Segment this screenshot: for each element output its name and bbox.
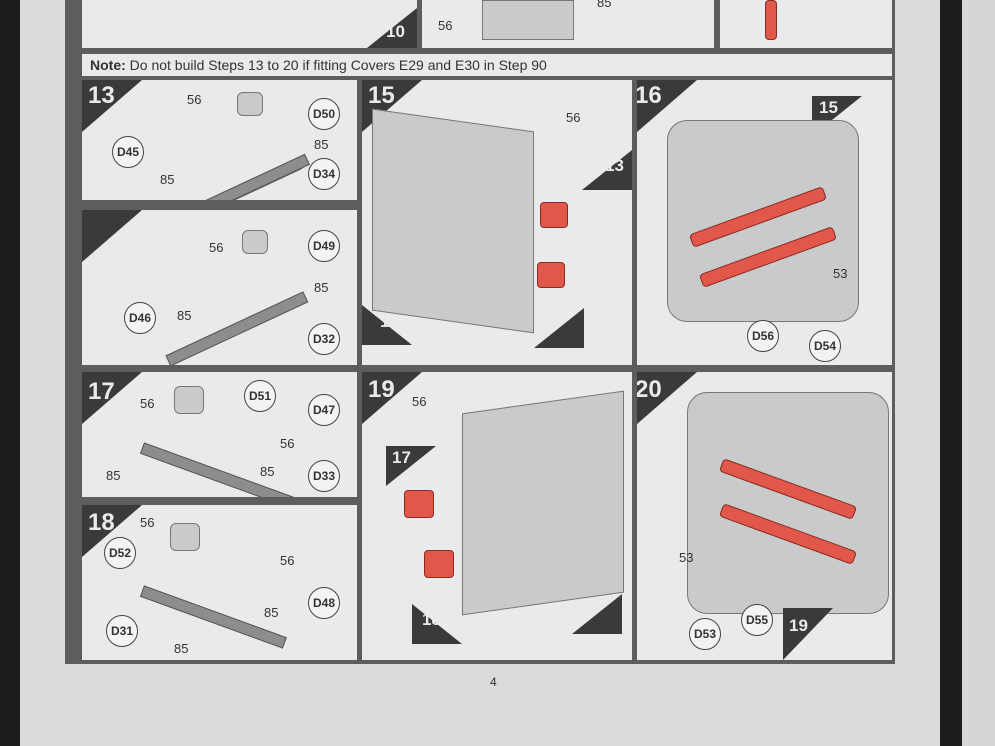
part-number: 56 <box>209 240 224 255</box>
step-ref: 17 <box>392 448 411 467</box>
step-ref: 15 <box>819 98 838 117</box>
step-number: 19 <box>368 376 395 403</box>
panel-top-right <box>720 0 892 48</box>
part-number: 56 <box>140 515 155 530</box>
panel-step-17: 17 D51 D47 D33 56 56 85 85 <box>82 372 357 497</box>
part-number: 56 <box>412 394 427 409</box>
part-label: D49 <box>308 230 340 262</box>
next-page-edge <box>962 0 995 746</box>
part-number: 56 <box>187 92 202 107</box>
part-label: D54 <box>809 330 841 362</box>
part-number: 56 <box>566 110 581 125</box>
part-label: D33 <box>308 460 340 492</box>
part-number: 85 <box>264 605 279 620</box>
part-number: 56 <box>140 396 155 411</box>
part-number: 53 <box>833 266 848 281</box>
part-number: 85 <box>160 172 175 187</box>
part-label: D48 <box>308 587 340 619</box>
part-number: 85 <box>314 137 329 152</box>
panel-step-16: 16 15 53 D56 D54 <box>637 80 892 365</box>
panel-step-10: 10 <box>82 0 417 48</box>
part-number: 85 <box>597 0 612 10</box>
panel-step-13: 13 D50 D45 D34 56 85 85 <box>82 80 357 200</box>
step-number: 20 <box>637 376 662 403</box>
part-number: 85 <box>260 464 275 479</box>
part-label: D34 <box>308 158 340 190</box>
part-number: 56 <box>280 553 295 568</box>
panel-step-19: 19 56 17 18 16 <box>362 372 632 660</box>
part-number: 85 <box>106 468 121 483</box>
part-label: D55 <box>741 604 773 636</box>
panel-step-20: 20 53 D53 D55 19 <box>637 372 892 660</box>
panel-step-14: 14 D49 D46 D32 56 85 85 <box>82 210 357 365</box>
step-ref: 19 <box>789 616 808 635</box>
part-label: D32 <box>308 323 340 355</box>
part-label: D52 <box>104 537 136 569</box>
part-label: D51 <box>244 380 276 412</box>
step-number: 13 <box>88 82 115 109</box>
step-number: 18 <box>88 509 115 536</box>
step-ref: 16 <box>576 600 595 619</box>
part-number: 53 <box>679 550 694 565</box>
part-number: 85 <box>174 641 189 656</box>
part-number: 85 <box>177 308 192 323</box>
step-ref: 10 <box>386 22 405 41</box>
step-ref: 12 <box>380 312 399 331</box>
part-label: D50 <box>308 98 340 130</box>
panel-top-middle: 56 85 <box>422 0 714 48</box>
panel-step-18: 18 D52 D48 D31 56 56 85 85 <box>82 505 357 660</box>
step-number: 17 <box>88 378 115 405</box>
note-label: Note: <box>90 57 126 73</box>
part-number: 56 <box>280 436 295 451</box>
part-label: D53 <box>689 618 721 650</box>
part-number: 56 <box>438 18 453 33</box>
part-number: 85 <box>314 280 329 295</box>
panel-step-15: 15 56 13 12 14 <box>362 80 632 365</box>
part-label: D46 <box>124 302 156 334</box>
step-number: 14 <box>88 260 115 287</box>
note-text: Do not build Steps 13 to 20 if fitting C… <box>129 57 547 73</box>
note-bar: Note: Do not build Steps 13 to 20 if fit… <box>82 54 892 76</box>
step-ref: 14 <box>536 314 555 333</box>
step-number: 15 <box>368 82 395 109</box>
page-number: 4 <box>490 675 497 689</box>
part-label: D45 <box>112 136 144 168</box>
part-label: D47 <box>308 394 340 426</box>
step-number: 16 <box>637 82 662 109</box>
step-ref: 18 <box>422 610 441 629</box>
step-ref: 13 <box>605 156 624 175</box>
part-label: D56 <box>747 320 779 352</box>
part-label: D31 <box>106 615 138 647</box>
